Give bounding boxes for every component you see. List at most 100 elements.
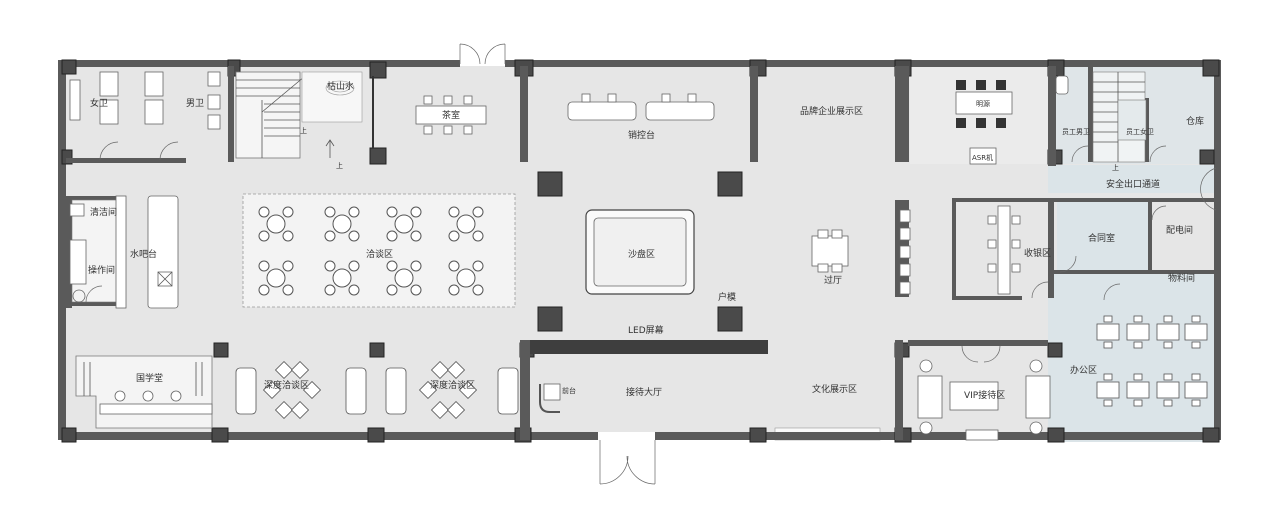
desk xyxy=(1184,323,1208,341)
hallway-features xyxy=(811,209,911,295)
stair-up-marker-3: 上 xyxy=(1112,163,1119,172)
chair xyxy=(1191,315,1201,323)
chair xyxy=(410,230,422,242)
chair xyxy=(448,284,460,296)
deep-negotiation-furniture xyxy=(235,360,519,420)
lounge-chair xyxy=(430,360,450,380)
chair xyxy=(1163,341,1173,349)
room-label-warehouse: 仓库 xyxy=(1186,115,1204,127)
chair xyxy=(282,206,294,218)
restroom-fixtures xyxy=(69,71,221,161)
tea-room-table xyxy=(415,95,487,135)
chair xyxy=(1103,315,1113,323)
lounge-chair xyxy=(290,360,310,380)
chair xyxy=(1103,341,1113,349)
room-label-contract-room: 合同室 xyxy=(1088,232,1115,244)
chair xyxy=(348,206,360,218)
room-label-safety-exit-passage: 安全出口通道 xyxy=(1106,178,1160,190)
reception-hall-features xyxy=(539,383,656,485)
reception-desk-label: 前台 xyxy=(562,386,576,395)
office-desks xyxy=(1096,315,1208,407)
lounge-chair xyxy=(418,380,438,400)
round-table xyxy=(266,268,286,288)
chair xyxy=(472,230,484,242)
chair xyxy=(282,284,294,296)
room-label-unit-model: 户模 xyxy=(718,291,736,303)
room-label-staff-mens-restroom: 员工男卫 xyxy=(1062,128,1090,136)
round-table xyxy=(332,214,352,234)
staff-restrooms xyxy=(1055,71,1217,211)
room-label-material-room: 物料间 xyxy=(1168,272,1195,284)
chair xyxy=(410,260,422,272)
chair xyxy=(1191,399,1201,407)
room-label-sand-table-area: 沙盘区 xyxy=(628,248,655,260)
outer-walls xyxy=(58,60,1221,440)
round-table xyxy=(456,214,476,234)
lounge-chair xyxy=(290,400,310,420)
room-label-dry-landscape: 枯山水 xyxy=(327,80,354,92)
chair xyxy=(1163,399,1173,407)
room-label-led-screen: LED屏幕 xyxy=(628,324,664,336)
stair-up-marker-1: 上 xyxy=(300,126,307,135)
room-label-brand-exhibition: 品牌企业展示区 xyxy=(800,105,863,117)
desk xyxy=(1156,323,1180,341)
chair xyxy=(448,230,460,242)
room-label-reception-hall: 接待大厅 xyxy=(626,386,662,398)
chair xyxy=(1191,373,1201,381)
room-label-deep-negotiation-1: 深度洽谈区 xyxy=(264,379,309,391)
chair xyxy=(324,230,336,242)
lounge-chair xyxy=(274,400,294,420)
round-table xyxy=(394,214,414,234)
sofa xyxy=(345,367,367,415)
dry-landscape xyxy=(301,71,374,148)
chair xyxy=(472,284,484,296)
chair xyxy=(1133,341,1143,349)
chair xyxy=(1133,399,1143,407)
chair xyxy=(410,284,422,296)
chair xyxy=(348,260,360,272)
staircase-west xyxy=(235,71,335,159)
round-table xyxy=(456,268,476,288)
chair xyxy=(1163,315,1173,323)
lounge-chair xyxy=(262,380,282,400)
chair xyxy=(386,284,398,296)
chair xyxy=(386,206,398,218)
north-entrance-door xyxy=(459,43,506,65)
room-label-power-room: 配电间 xyxy=(1166,224,1193,236)
room-label-deep-negotiation-2: 深度洽谈区 xyxy=(430,379,475,391)
lounge-chair xyxy=(274,360,294,380)
chair xyxy=(386,230,398,242)
room-label-office-area: 办公区 xyxy=(1070,364,1097,376)
lounge-chair xyxy=(446,400,466,420)
room-label-negotiation-area: 洽谈区 xyxy=(366,248,393,260)
chair xyxy=(324,206,336,218)
room-label-tea-room: 茶室 xyxy=(442,109,460,121)
chair xyxy=(386,260,398,272)
room-label-womens-restroom: 女卫 xyxy=(90,97,108,109)
sand-table-model xyxy=(585,209,695,295)
desk xyxy=(1184,381,1208,399)
chair xyxy=(258,284,270,296)
chair xyxy=(448,260,460,272)
room-label-vip-reception: VIP接待区 xyxy=(964,389,1005,401)
room-label-brightroom: 明源 xyxy=(976,99,990,108)
chair xyxy=(448,206,460,218)
chair xyxy=(1163,373,1173,381)
water-bar-area xyxy=(69,195,179,309)
sales-counter-desks xyxy=(567,93,715,121)
chair xyxy=(258,206,270,218)
sofa xyxy=(385,367,407,415)
room-label-staff-womens-restroom: 员工女卫 xyxy=(1126,127,1154,136)
stair-up-marker-2: 上 xyxy=(336,161,343,170)
chair xyxy=(324,260,336,272)
lounge-chair xyxy=(302,380,322,400)
round-table xyxy=(394,268,414,288)
room-label-water-bar: 水吧台 xyxy=(130,248,157,260)
sofa xyxy=(497,367,519,415)
lounge-chair xyxy=(430,400,450,420)
chair xyxy=(324,284,336,296)
vip-reception xyxy=(917,345,1051,441)
chair xyxy=(348,284,360,296)
room-label-operation-room: 操作间 xyxy=(88,264,115,276)
